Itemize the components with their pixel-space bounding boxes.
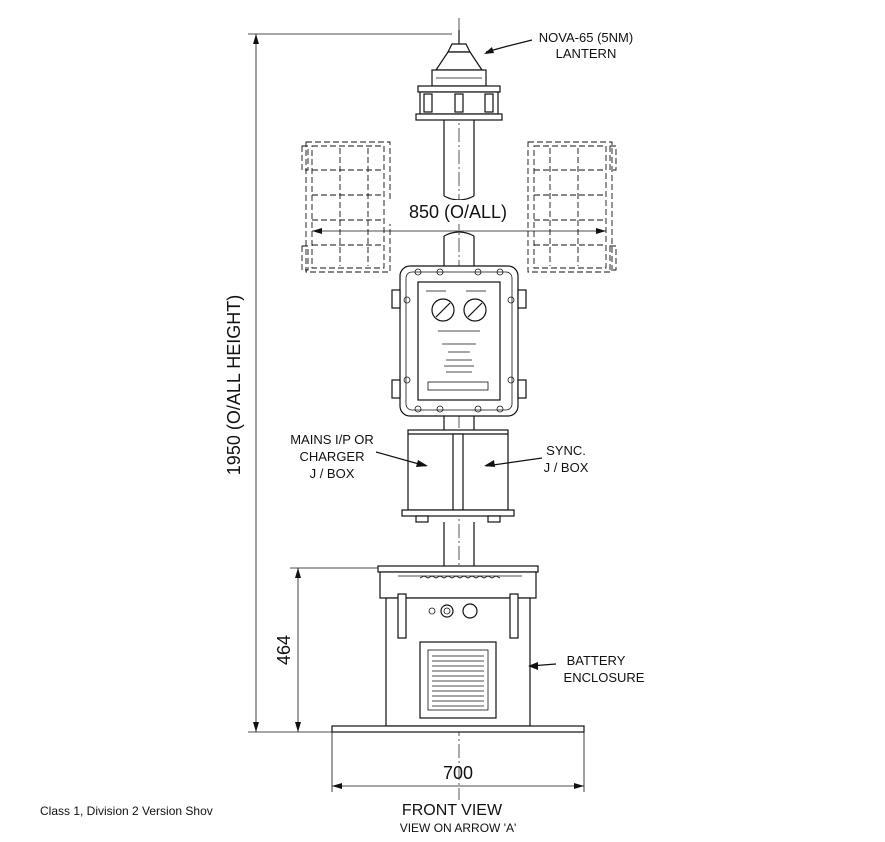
dimension-700-label: 700 [443,763,473,783]
sync-leader [485,457,543,467]
mains-label-line2: CHARGER [299,449,364,464]
battery-label-line2: ENCLOSURE [564,670,645,685]
caption: Class 1, Division 2 Version Shov [40,804,213,818]
dimension-850-label-bg [388,200,524,224]
mains-label-line3: J / BOX [310,466,355,481]
sync-label-line1: SYNC. [546,443,586,458]
dimension-1950-label: 1950 (O/ALL HEIGHT) [224,295,244,475]
battery-enclosure [331,565,585,733]
lantern-label-line1: NOVA-65 (5NM) [539,30,633,45]
sync-leader-arrow [484,460,495,467]
battery-leader-arrow [528,662,538,670]
view-title: FRONT VIEW [402,802,503,819]
solar-panel-left [301,141,391,273]
mains-label-line1: MAINS I/P OR [290,432,374,447]
lantern-leader [485,39,533,53]
sync-label-line2: J / BOX [544,460,589,475]
upper-pole [443,120,475,268]
solar-panel-right [527,141,617,273]
dimension-1950 [248,33,452,733]
dimension-464-label: 464 [274,635,294,665]
lantern-leader-arrow [484,47,494,54]
view-subtitle: VIEW ON ARROW 'A' [400,821,517,835]
lantern [415,30,503,121]
junction-boxes [401,416,515,523]
lower-pole [443,522,475,566]
dimension-850-label: 850 (O/ALL) [409,202,507,222]
mains-leader-arrow [416,460,428,467]
control-box [391,265,527,417]
lantern-label-line2: LANTERN [556,46,617,61]
dimension-464 [290,567,378,732]
battery-label-line1: BATTERY [567,653,626,668]
dimension-850 [312,228,606,234]
dimension-700 [331,732,585,792]
